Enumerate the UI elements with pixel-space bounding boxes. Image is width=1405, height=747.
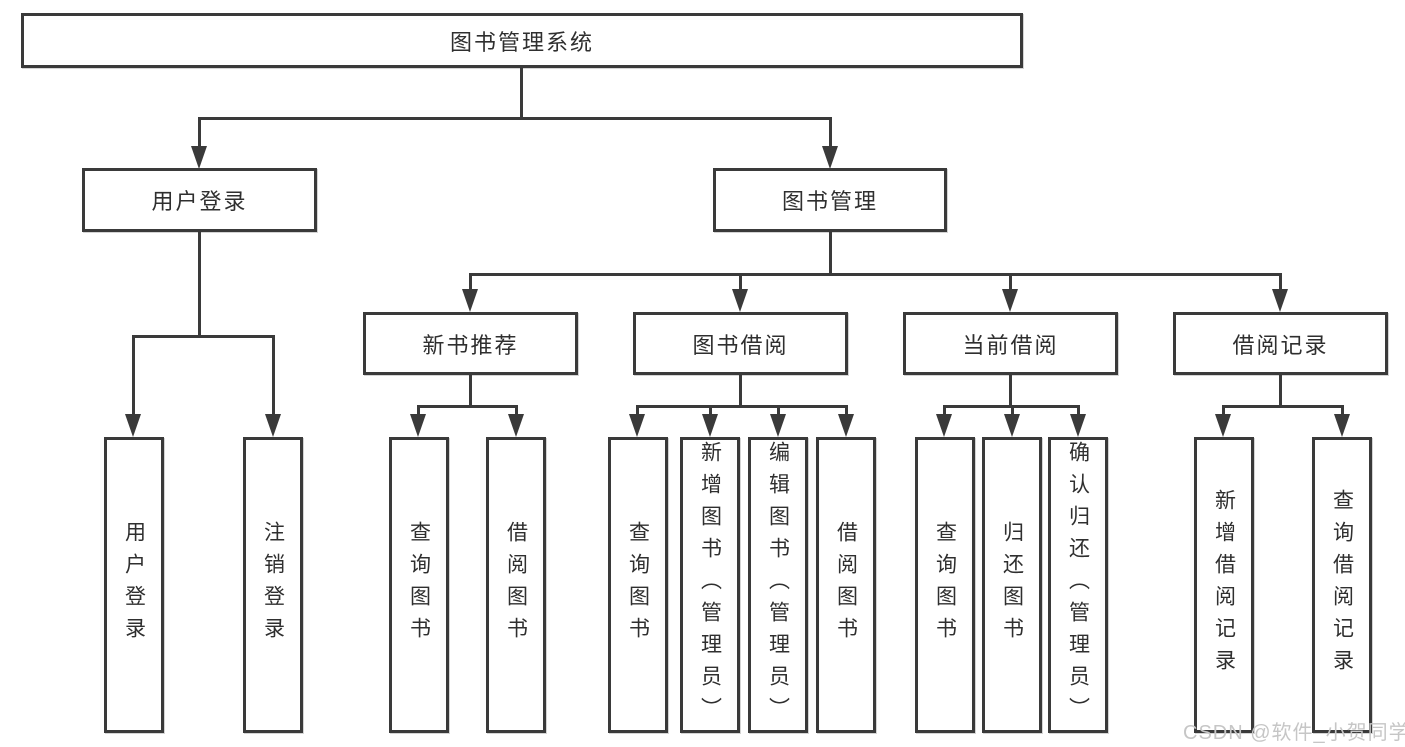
connector-line — [636, 405, 848, 408]
leaf-confirm-return-admin: 确认归还（管理员） — [1048, 437, 1108, 733]
arrow-down-icon — [822, 146, 838, 169]
connector-line — [1011, 405, 1014, 417]
connector-line — [272, 335, 275, 417]
node-book-borrowing: 图书借阅 — [633, 312, 848, 375]
connector-line — [520, 68, 523, 120]
leaf-edit-book-admin: 编辑图书（管理员） — [748, 437, 808, 733]
leaf-add-borrow-record: 新增借阅记录 — [1194, 437, 1254, 733]
connector-line — [469, 273, 1282, 276]
leaf-query-books-borrowing: 查询图书 — [608, 437, 668, 733]
leaf-query-borrow-record: 查询借阅记录 — [1312, 437, 1372, 733]
connector-line — [469, 375, 472, 408]
leaf-borrow-books-borrowing: 借阅图书 — [816, 437, 876, 733]
arrow-down-icon — [191, 146, 207, 169]
arrow-down-icon — [936, 414, 952, 437]
arrow-down-icon — [1004, 414, 1020, 437]
connector-line — [198, 117, 201, 149]
arrow-down-icon — [702, 414, 718, 437]
arrow-down-icon — [732, 289, 748, 312]
connector-line — [1009, 273, 1012, 293]
leaf-return-books: 归还图书 — [982, 437, 1042, 733]
leaf-query-books-recommend: 查询图书 — [389, 437, 449, 733]
connector-line — [132, 335, 135, 417]
leaf-add-book-admin: 新增图书（管理员） — [680, 437, 740, 733]
node-book-management: 图书管理 — [713, 168, 947, 232]
arrow-down-icon — [1002, 289, 1018, 312]
connector-line — [829, 117, 832, 149]
arrow-down-icon — [125, 414, 141, 437]
connector-line — [417, 405, 420, 417]
arrow-down-icon — [838, 414, 854, 437]
arrow-down-icon — [1334, 414, 1350, 437]
arrow-down-icon — [1272, 289, 1288, 312]
arrow-down-icon — [1070, 414, 1086, 437]
connector-line — [1222, 405, 1344, 408]
arrow-down-icon — [508, 414, 524, 437]
connector-line — [469, 273, 472, 293]
connector-line — [1279, 375, 1282, 408]
node-new-book-recommendation: 新书推荐 — [363, 312, 578, 375]
connector-line — [1009, 375, 1012, 408]
connector-line — [943, 405, 946, 417]
connector-line — [1341, 405, 1344, 417]
leaf-query-books-current: 查询图书 — [915, 437, 975, 733]
connector-line — [515, 405, 518, 417]
arrow-down-icon — [770, 414, 786, 437]
connector-line — [709, 405, 712, 417]
arrow-down-icon — [1215, 414, 1231, 437]
leaf-logout: 注销登录 — [243, 437, 303, 733]
connector-line — [1279, 273, 1282, 293]
connector-line — [417, 405, 518, 408]
connector-line — [132, 335, 275, 338]
connector-line — [829, 232, 832, 276]
arrow-down-icon — [629, 414, 645, 437]
arrow-down-icon — [410, 414, 426, 437]
connector-line — [1077, 405, 1080, 417]
node-borrowing-records: 借阅记录 — [1173, 312, 1388, 375]
leaf-user-login: 用户登录 — [104, 437, 164, 733]
connector-line — [739, 375, 742, 408]
leaf-borrow-books-recommend: 借阅图书 — [486, 437, 546, 733]
connector-line — [1222, 405, 1225, 417]
connector-line — [777, 405, 780, 417]
node-current-borrowing: 当前借阅 — [903, 312, 1118, 375]
csdn-watermark: CSDN @软件_小贺同学 — [1183, 722, 1405, 744]
arrow-down-icon — [265, 414, 281, 437]
connector-line — [636, 405, 639, 417]
arrow-down-icon — [462, 289, 478, 312]
node-user-login: 用户登录 — [82, 168, 317, 232]
connector-line — [845, 405, 848, 417]
connector-line — [739, 273, 742, 293]
connector-line — [199, 117, 832, 120]
connector-line — [198, 232, 201, 338]
node-library-management-system: 图书管理系统 — [21, 13, 1023, 68]
